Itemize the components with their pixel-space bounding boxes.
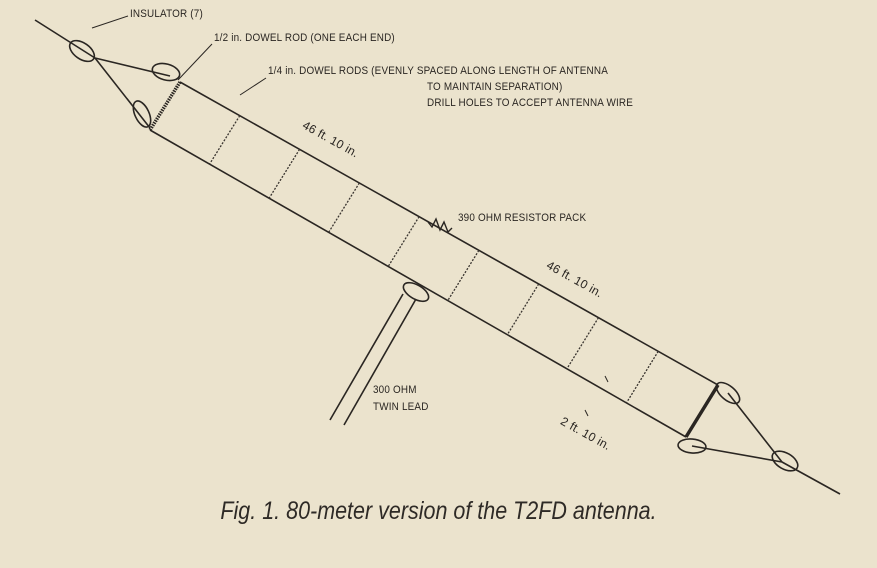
separation-arrow <box>584 409 589 417</box>
half-inch-rod-label: 1/2 in. DOWEL ROD (ONE EACH END) <box>214 32 395 44</box>
leader-half-rod <box>177 43 213 81</box>
quarter-inch-rods-label-2: TO MAINTAIN SEPARATION) <box>427 81 563 93</box>
twin-lead-wire <box>343 298 417 426</box>
end-dowel-rod-left <box>148 81 182 131</box>
twin-lead-wire <box>329 293 404 421</box>
insulator-icon <box>68 39 96 63</box>
spacer-dowel-rod <box>506 283 540 336</box>
quarter-inch-rods-label: 1/4 in. DOWEL RODS (EVENLY SPACED ALONG … <box>268 65 608 77</box>
spacer-dowel-rod <box>566 317 599 370</box>
wire-lower <box>149 129 687 438</box>
bridle-upper-left <box>94 57 171 77</box>
figure-caption: Fig. 1. 80-meter version of the T2FD ant… <box>220 497 657 525</box>
insulator-icon <box>151 62 181 82</box>
insulator-icon <box>715 381 741 405</box>
bridle-lower-right <box>691 445 783 463</box>
support-wire-right <box>781 461 841 495</box>
resistor-icon <box>427 217 453 234</box>
wire-upper <box>179 81 719 386</box>
bridle-lower-left <box>94 57 151 129</box>
feedpoint-insulator-icon <box>402 281 430 303</box>
end-dowel-rod-right <box>684 384 720 438</box>
twin-lead-label: 300 OHM <box>373 384 417 396</box>
spacer-dowel-rod <box>447 249 480 301</box>
bridle-upper-right <box>727 392 783 463</box>
spacer-dowel-rod <box>328 182 360 233</box>
insulator-icon <box>677 438 707 454</box>
spacer-dowel-rod <box>625 350 659 404</box>
insulator-icon <box>132 100 152 128</box>
spacer-dowel-rod <box>268 148 301 199</box>
support-wire-left <box>34 19 96 59</box>
insulator-icon <box>771 450 799 472</box>
leader-insulator <box>91 15 129 29</box>
insulator-label: INSULATOR (7) <box>130 8 203 20</box>
leader-quarter-rods <box>239 77 267 96</box>
twin-lead-label-2: TWIN LEAD <box>373 401 429 413</box>
spacer-dowel-rod <box>387 216 420 267</box>
separation-arrow <box>604 375 609 383</box>
resistor-label: 390 OHM RESISTOR PACK <box>458 212 587 224</box>
spacer-dowel-rod <box>209 115 241 165</box>
quarter-inch-rods-label-3: DRILL HOLES TO ACCEPT ANTENNA WIRE <box>427 97 634 109</box>
